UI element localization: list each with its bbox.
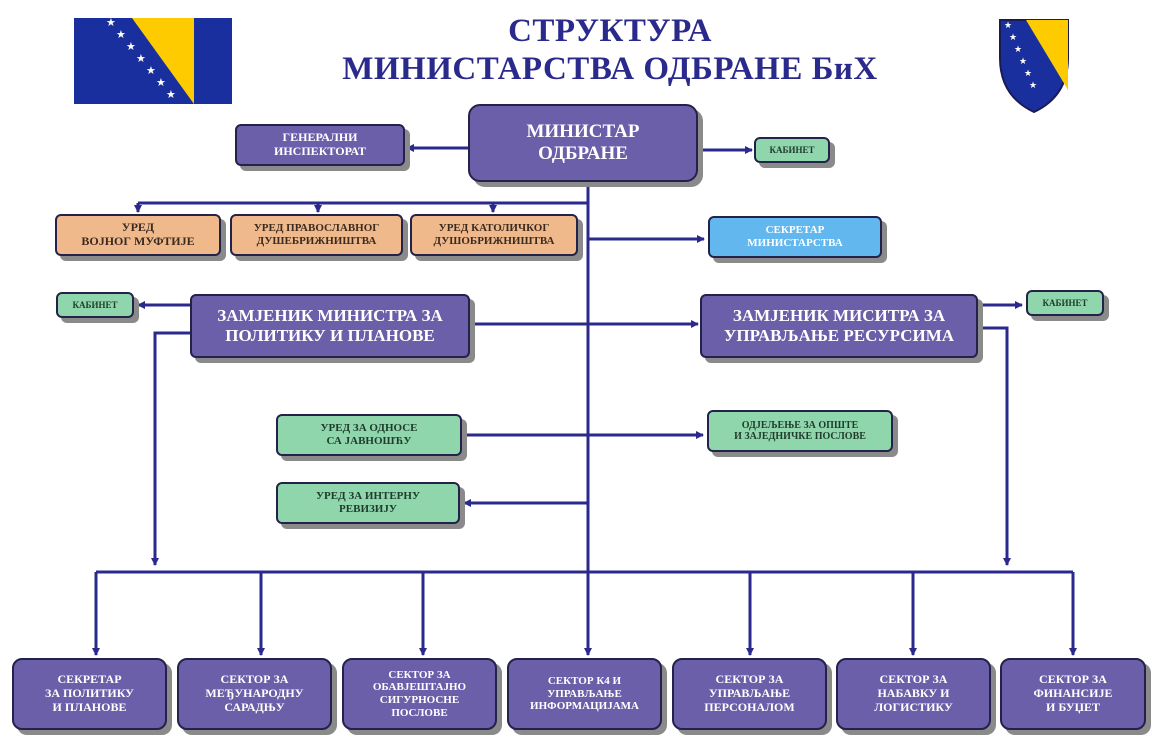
sector-label: СЕКТОР ЗА НАБАВКУ И ЛОГИСТИКУ	[874, 672, 953, 714]
catholic-office-box: УРЕД КАТОЛИЧКОГ ДУШОБРИЖНИШТВА	[410, 214, 578, 256]
svg-text:★: ★	[136, 52, 146, 65]
title-line-1: СТРУКТУРА	[508, 13, 712, 49]
minister-box: МИНИСТАР ОДБРАНЕ	[468, 104, 698, 182]
deputy-policy-label: ЗАМЈЕНИК МИНИСТРА ЗА ПОЛИТИКУ И ПЛАНОВЕ	[217, 306, 443, 345]
svg-text:★: ★	[1009, 33, 1017, 43]
internal-audit-label: УРЕД ЗА ИНТЕРНУ РЕВИЗИЈУ	[315, 490, 421, 515]
catholic-office-label: УРЕД КАТОЛИЧКОГ ДУШОБРИЖНИШТВА	[433, 222, 555, 247]
svg-text:★: ★	[146, 64, 156, 77]
sector-box: СЕКТОР ЗА НАБАВКУ И ЛОГИСТИКУ	[836, 658, 991, 730]
svg-text:★: ★	[1014, 45, 1022, 55]
orthodox-office-box: УРЕД ПРАВОСЛАВНОГ ДУШЕБРИЖНИШТВА	[230, 214, 403, 256]
secretary-box: СЕКРЕТАР МИНИСТАРСТВА	[708, 216, 882, 258]
general-affairs-label: ОДЈЕЉЕЊЕ ЗА ОПШТЕ И ЗАЈЕДНИЧКЕ ПОСЛОВЕ	[734, 419, 866, 443]
inspectorate-label: ГЕНЕРАЛНИ ИНСПЕКТОРАТ	[274, 130, 366, 158]
sector-label: СЕКТОР ЗА УПРАВЉАЊЕ ПЕРСОНАЛОМ	[704, 672, 795, 714]
general-affairs-box: ОДЈЕЉЕЊЕ ЗА ОПШТЕ И ЗАЈЕДНИЧКЕ ПОСЛОВЕ	[707, 410, 893, 452]
cabinet-left-box: КАБИНЕТ	[56, 292, 134, 318]
cabinet-top-label: КАБИНЕТ	[769, 144, 815, 155]
mufti-office-label: УРЕД ВОЈНОГ МУФТИЈЕ	[81, 220, 195, 248]
minister-label: МИНИСТАР ОДБРАНЕ	[526, 121, 640, 164]
bih-coat-of-arms-icon: ★ ★ ★ ★ ★ ★	[999, 19, 1069, 114]
deputy-resources-label: ЗАМЈЕНИК МИСИТРА ЗА УПРАВЉАЊЕ РЕСУРСИМА	[723, 306, 955, 345]
svg-text:★: ★	[126, 40, 136, 53]
sector-label: СЕКРЕТАР ЗА ПОЛИТИКУ И ПЛАНОВЕ	[45, 672, 134, 714]
public-relations-box: УРЕД ЗА ОДНОСЕ СА ЈАВНОШЋУ	[276, 414, 462, 456]
sector-label: СЕКТОР ЗА ФИНАНСИЈЕ И БУЏЕТ	[1033, 672, 1113, 714]
svg-text:★: ★	[156, 76, 166, 89]
deputy-resources-box: ЗАМЈЕНИК МИСИТРА ЗА УПРАВЉАЊЕ РЕСУРСИМА	[700, 294, 978, 358]
svg-text:★: ★	[1029, 81, 1037, 91]
public-relations-label: УРЕД ЗА ОДНОСЕ СА ЈАВНОШЋУ	[320, 422, 418, 447]
cabinet-top-box: КАБИНЕТ	[754, 137, 830, 163]
deputy-policy-box: ЗАМЈЕНИК МИНИСТРА ЗА ПОЛИТИКУ И ПЛАНОВЕ	[190, 294, 470, 358]
cabinet-left-label: КАБИНЕТ	[72, 299, 118, 310]
sector-box: СЕКТОР ЗА МЕЂУНАРОДНУ САРАДЊУ	[177, 658, 332, 730]
mufti-office-box: УРЕД ВОЈНОГ МУФТИЈЕ	[55, 214, 221, 256]
inspectorate-box: ГЕНЕРАЛНИ ИНСПЕКТОРАТ	[235, 124, 405, 166]
cabinet-right-label: КАБИНЕТ	[1042, 297, 1088, 308]
svg-text:★: ★	[1024, 69, 1032, 79]
svg-text:★: ★	[106, 18, 116, 29]
sector-label: СЕКТОР К4 И УПРАВЉАЊЕ ИНФОРМАЦИЈАМА	[530, 675, 639, 713]
sector-box: СЕКРЕТАР ЗА ПОЛИТИКУ И ПЛАНОВЕ	[12, 658, 167, 730]
orthodox-office-label: УРЕД ПРАВОСЛАВНОГ ДУШЕБРИЖНИШТВА	[253, 222, 380, 247]
sector-box: СЕКТОР ЗА ОБАВЈЕШТАЈНО СИГУРНОСНЕ ПОСЛОВ…	[342, 658, 497, 730]
sector-box: СЕКТОР ЗА ФИНАНСИЈЕ И БУЏЕТ	[1000, 658, 1146, 730]
svg-text:★: ★	[116, 28, 126, 41]
cabinet-right-box: КАБИНЕТ	[1026, 290, 1104, 316]
svg-text:★: ★	[1019, 57, 1027, 67]
title-line-2: МИНИСТАРСТВА ОДБРАНЕ БиХ	[342, 51, 878, 87]
svg-text:★: ★	[1004, 21, 1012, 31]
internal-audit-box: УРЕД ЗА ИНТЕРНУ РЕВИЗИЈУ	[276, 482, 460, 524]
page-title: СТРУКТУРА МИНИСТАРСТВА ОДБРАНЕ БиХ	[300, 12, 920, 88]
sector-box: СЕКТОР ЗА УПРАВЉАЊЕ ПЕРСОНАЛОМ	[672, 658, 827, 730]
bih-flag-icon: ★★★ ★★★ ★	[74, 18, 232, 104]
svg-text:★: ★	[166, 88, 176, 101]
sector-label: СЕКТОР ЗА ОБАВЈЕШТАЈНО СИГУРНОСНЕ ПОСЛОВ…	[372, 668, 467, 719]
secretary-label: СЕКРЕТАР МИНИСТАРСТВА	[747, 224, 843, 249]
sector-label: СЕКТОР ЗА МЕЂУНАРОДНУ САРАДЊУ	[205, 672, 304, 714]
sector-box: СЕКТОР К4 И УПРАВЉАЊЕ ИНФОРМАЦИЈАМА	[507, 658, 662, 730]
